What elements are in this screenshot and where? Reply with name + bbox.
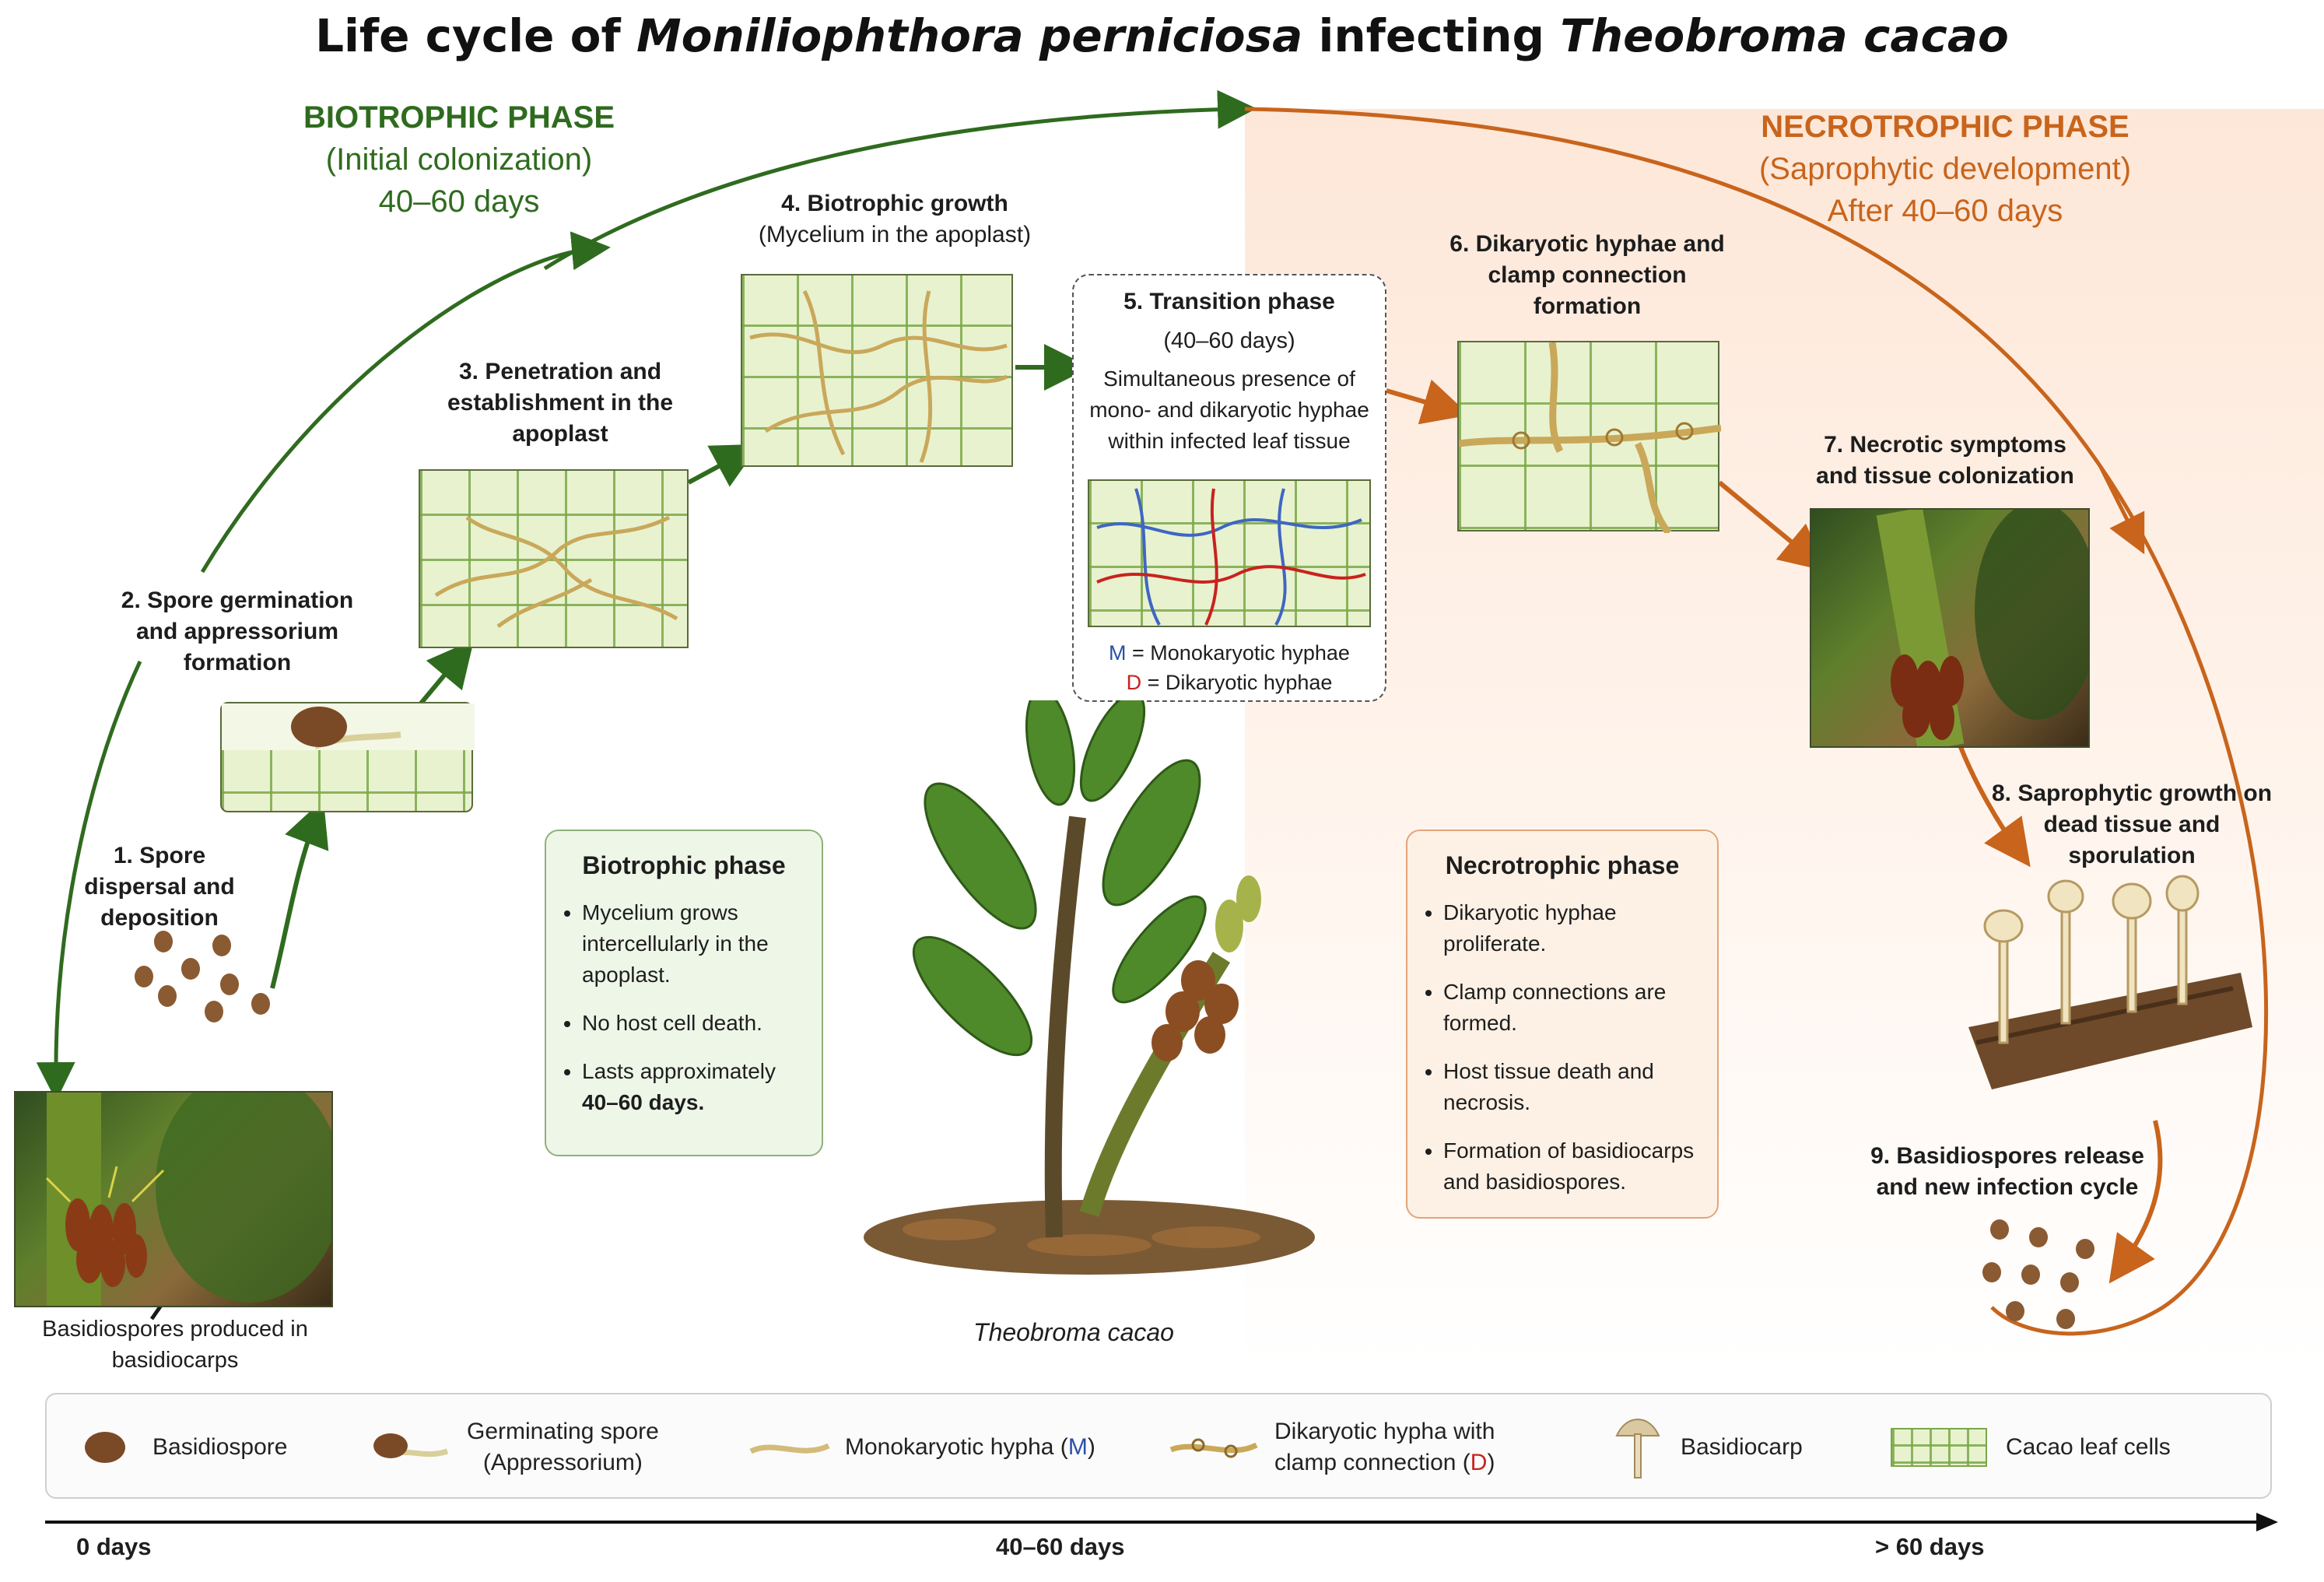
biotrophic-duration: 40–60 days (378, 184, 540, 219)
legend-basidiospore-label: Basidiospore (152, 1434, 288, 1460)
plant-label: Theobroma cacao (973, 1318, 1174, 1346)
timeline-end: > 60 days (1875, 1533, 1985, 1560)
dikaryotic-hypha-icon (1169, 1438, 1258, 1458)
legend-leaf-cells: Cacao leaf cells (1891, 1394, 2171, 1500)
mixed-hyphae (1096, 488, 1366, 626)
step9-label: 9. Basidiospores release and new infecti… (1870, 1143, 2144, 1200)
biotrophic-box-item: No host cell death. (582, 1008, 806, 1039)
germinating-spore-on-leaf (222, 703, 475, 750)
step4-biotrophic-tile (741, 274, 1013, 467)
step3-label: 3. Penetration and establishment in the … (447, 359, 674, 447)
timeline-axis (45, 1513, 2278, 1531)
necrotrophic-summary-box: Necrotrophic phase Dikaryotic hyphae pro… (1406, 830, 1719, 1219)
step5-key: M = Monokaryotic hyphae D = Dikaryotic h… (1074, 638, 1385, 697)
legend: Basidiospore Germinating spore(Appressor… (45, 1393, 2272, 1499)
necrotrophic-box-item: Host tissue death and necrosis. (1443, 1056, 1702, 1118)
step5-transition-box: 5. Transition phase (40–60 days) Simulta… (1072, 274, 1386, 702)
figure-title: Life cycle of Moniliophthora perniciosa … (315, 9, 2009, 62)
legend-basidiocarp: Basidiocarp (1611, 1394, 1803, 1500)
cacao-plant (864, 700, 1315, 1275)
step6-label: 6. Dikaryotic hyphae and clamp connectio… (1449, 231, 1725, 319)
step5-days: (40–60 days) (1163, 328, 1295, 353)
legend-basidiocarp-label: Basidiocarp (1681, 1434, 1803, 1460)
necrotrophic-subtitle: (Saprophytic development) (1758, 152, 2132, 186)
biotrophic-box-list: Mycelium grows intercellularly in the ap… (546, 897, 822, 1118)
step4-subtitle: (Mycelium in the apoplast) (758, 222, 1032, 247)
monokaryotic-hypha-icon (749, 1443, 830, 1454)
legend-germinating-label: Germinating spore(Appressorium) (467, 1419, 659, 1475)
legend-mono-label: Monokaryotic hypha (M) (845, 1434, 1095, 1460)
necrotrophic-duration: After 40–60 days (1827, 194, 2063, 228)
biotrophic-box-title: Biotrophic phase (582, 851, 786, 879)
arrow-s2-s3 (418, 639, 475, 706)
basidiocarp-icon (1615, 1419, 1660, 1479)
basidiocarp-photo (14, 1091, 333, 1307)
basidiocarps-on-dead-wood (1968, 875, 2252, 1089)
legend-leafcells-label: Cacao leaf cells (2006, 1434, 2171, 1460)
step5-description: Simultaneous presence of mono- and dikar… (1089, 367, 1369, 453)
step6-dikaryotic-tile (1457, 341, 1722, 535)
biotrophic-title: BIOTROPHIC PHASE (303, 100, 615, 135)
key-m-letter: M (1109, 641, 1127, 665)
step5-title: 5. Transition phase (1123, 289, 1335, 314)
arrow-s7-s8 (1958, 745, 2031, 868)
necrotrophic-phase-header: NECROTROPHIC PHASE (Saprophytic developm… (1696, 106, 2194, 232)
arrow-s6-s7 (1718, 480, 1828, 572)
biotrophic-summary-box: Biotrophic phase Mycelium grows intercel… (545, 830, 823, 1156)
key-d-letter: D (1126, 671, 1142, 694)
key-d-text: = Dikaryotic hyphae (1141, 671, 1333, 694)
dispersed-spores (135, 931, 270, 1023)
step8-label: 8. Saprophytic growth on dead tissue and… (1992, 780, 2273, 868)
step4-label: 4. Biotrophic growth (Mycelium in the ap… (716, 188, 1074, 251)
hyphae-in-apoplast (434, 515, 678, 629)
step7-label: 7. Necrotic symptoms and tissue coloniza… (1816, 432, 2074, 489)
biotrophic-box-item: Mycelium grows intercellularly in the ap… (582, 897, 806, 991)
step1-label: 1. Spore dispersal and deposition (84, 843, 235, 931)
arc-segment-right (1244, 107, 2268, 1336)
step5-mixed-hyphae-tile (1088, 479, 1371, 627)
arc-segment-left (200, 231, 611, 574)
necrotrophic-box-list: Dikaryotic hyphae proliferate. Clamp con… (1407, 897, 1717, 1198)
biotrophic-subtitle: (Initial colonization) (325, 142, 593, 177)
necrotrophic-box-item: Dikaryotic hyphae proliferate. (1443, 897, 1702, 959)
leaf-cells-icon (1891, 1428, 1987, 1467)
step2-germination-tile (220, 702, 475, 812)
germinating-spore-icon (373, 1433, 449, 1458)
step2-label: 2. Spore germination and appressorium fo… (121, 588, 354, 675)
step0-label: Basidiospores produced in basidiocarps (42, 1317, 308, 1373)
necrotrophic-box-item: Clamp connections are formed. (1443, 977, 1702, 1039)
mycelium-network (749, 289, 1008, 463)
arrow-s1-s2 (270, 798, 329, 989)
step4-title: 4. Biotrophic growth (781, 191, 1008, 216)
legend-basidiospore: Basidiospore (78, 1394, 287, 1500)
arc-segment-down (36, 660, 142, 1101)
arrow-s3-s4 (687, 444, 760, 487)
necrotic-symptoms-photo (1810, 508, 2090, 748)
biotrophic-phase-header: BIOTROPHIC PHASE (Initial colonization) … (257, 96, 661, 223)
released-spores (1982, 1219, 2094, 1329)
necrotrophic-title: NECROTROPHIC PHASE (1761, 110, 2129, 144)
arc-segment-top (543, 89, 1257, 271)
arc-arrowhead-right (2098, 465, 2145, 555)
basidiospore-icon (85, 1432, 125, 1463)
arrow-s5-s6 (1386, 379, 1470, 425)
necrotrophic-box-item: Formation of basidiocarps and basidiospo… (1443, 1135, 1702, 1198)
arrow-s8-s9 (2108, 1120, 2163, 1284)
timeline-start: 0 days (76, 1533, 152, 1560)
infected-branch-illustration (1876, 510, 2088, 746)
clamp-connection-hyphae (1458, 342, 1722, 535)
legend-monokaryotic-hypha: Monokaryotic hypha (M) (747, 1394, 1095, 1500)
basidiocarp-cluster-illustration (45, 1093, 331, 1306)
step3-penetration-tile (419, 469, 689, 648)
timeline-middle: 40–60 days (996, 1533, 1125, 1560)
key-m-text: = Monokaryotic hyphae (1126, 641, 1350, 665)
legend-germinating-spore: Germinating spore(Appressorium) (366, 1394, 659, 1500)
necrotrophic-box-title: Necrotrophic phase (1445, 851, 1680, 879)
